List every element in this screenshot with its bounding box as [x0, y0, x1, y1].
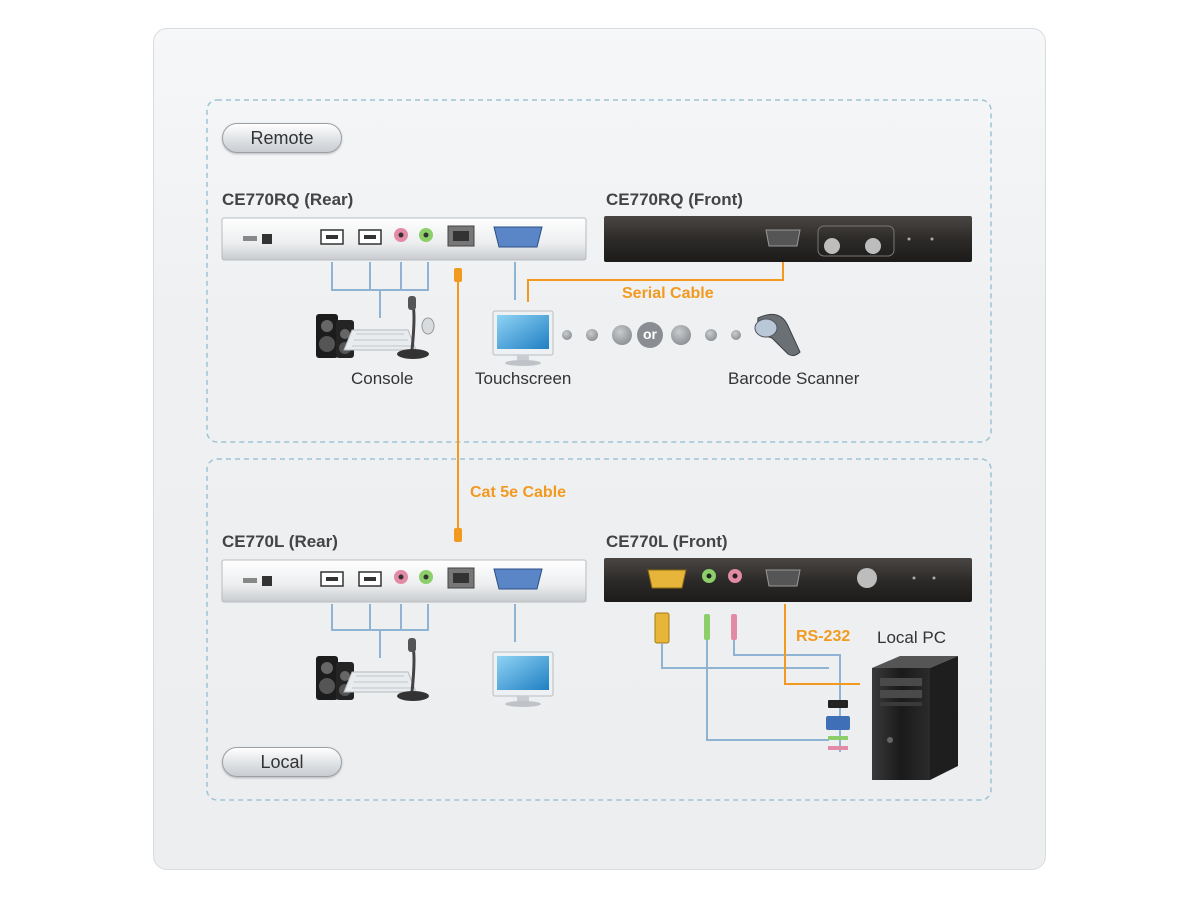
local-console-cables — [331, 604, 516, 658]
or-dots — [562, 322, 741, 348]
cat5e-cable-label: Cat 5e Cable — [470, 484, 567, 501]
ce770rq-rear-unit — [221, 217, 587, 261]
local-front-cables — [654, 612, 850, 752]
remote-console-cables — [331, 262, 429, 318]
or-label: or — [643, 326, 657, 342]
ce770l-front-title: CE770L (Front) — [606, 532, 728, 551]
serial-cable-line — [527, 262, 784, 302]
local-pc-tower — [872, 656, 958, 780]
rs232-label: RS-232 — [796, 628, 851, 645]
remote-section-frame — [206, 99, 992, 443]
remote-console-devices — [316, 296, 435, 359]
cat5e-cable-line — [454, 268, 462, 542]
serial-cable-label: Serial Cable — [622, 285, 714, 302]
ce770rq-front-unit — [604, 216, 972, 262]
rs232-cable-line — [784, 604, 860, 685]
local-section-frame — [206, 458, 992, 801]
ce770rq-rear-title: CE770RQ (Rear) — [222, 190, 354, 209]
ce770rq-front-title: CE770RQ (Front) — [606, 190, 743, 209]
barcode-scanner-device — [754, 313, 801, 357]
local-monitor — [492, 651, 554, 707]
remote-section-label: Remote — [222, 123, 342, 153]
local-section-label: Local — [222, 747, 342, 777]
barcode-scanner-label: Barcode Scanner — [728, 369, 860, 388]
local-pc-label: Local PC — [877, 628, 946, 647]
touchscreen-label: Touchscreen — [475, 369, 572, 388]
ce770l-rear-unit — [221, 559, 587, 603]
ce770l-rear-title: CE770L (Rear) — [222, 532, 338, 551]
console-label: Console — [351, 369, 414, 388]
remote-touchscreen-monitor — [492, 310, 554, 366]
ce770l-front-unit — [604, 558, 972, 602]
local-console-devices — [316, 638, 429, 701]
